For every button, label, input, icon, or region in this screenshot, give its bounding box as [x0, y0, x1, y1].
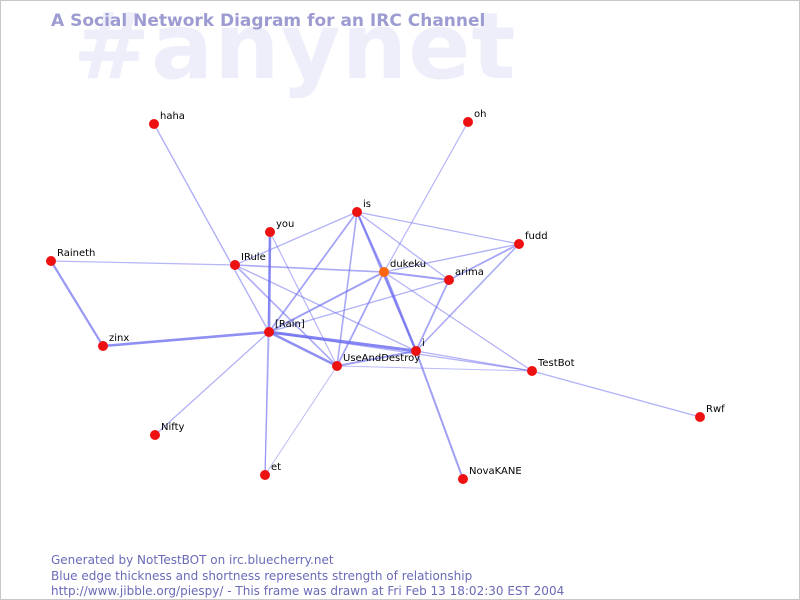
node-i: i — [411, 338, 425, 356]
node-haha: haha — [149, 111, 185, 129]
node-label: dukeku — [390, 259, 426, 270]
node-Nifty: Nifty — [150, 422, 185, 440]
edge-UseAndDestroy-et — [264, 365, 338, 476]
node-IRainI: [Rain] — [264, 319, 305, 337]
edge-Raineth-IRule — [50, 260, 236, 266]
node-label: zinx — [109, 333, 129, 344]
node-label: [Rain] — [275, 319, 305, 330]
edge-UseAndDestroy-TestBot — [336, 365, 533, 372]
node-dot — [695, 412, 705, 422]
node-label: TestBot — [537, 358, 575, 369]
edge-i-NovaKANE — [415, 350, 464, 480]
node-label: Nifty — [161, 422, 185, 433]
edge-is-IRule — [234, 211, 358, 266]
node-dot — [458, 474, 468, 484]
edge-you-UseAndDestroy — [269, 231, 338, 367]
node-dot — [332, 361, 342, 371]
node-label: IRule — [241, 252, 266, 263]
node-dot — [411, 346, 421, 356]
node-dukeku: dukeku — [379, 259, 426, 277]
edge-IRainI-UseAndDestroy — [267, 330, 339, 368]
node-label: Raineth — [57, 248, 95, 259]
edge-IRainI-et — [264, 331, 270, 476]
footer-generated-by: Generated by NotTestBOT on irc.bluecherr… — [51, 553, 334, 567]
edge-UseAndDestroy-i — [336, 350, 417, 367]
node-fudd: fudd — [514, 231, 548, 249]
footer: Generated by NotTestBOT on irc.bluecherr… — [51, 553, 565, 599]
node-dot — [527, 366, 537, 376]
node-dot — [379, 267, 389, 277]
edge-fudd-i — [415, 243, 520, 352]
node-Raineth: Raineth — [46, 248, 95, 266]
node-TestBot: TestBot — [527, 358, 575, 376]
node-label: arima — [455, 267, 484, 278]
node-zinx: zinx — [98, 333, 129, 351]
node-dot — [260, 470, 270, 480]
footer-legend-note: Blue edge thickness and shortness repres… — [51, 568, 473, 583]
node-label: i — [422, 338, 425, 349]
node-dot — [150, 430, 160, 440]
edge-haha-IRainI — [153, 123, 270, 333]
node-you: you — [265, 219, 294, 237]
node-dot — [230, 260, 240, 270]
node-dot — [265, 227, 275, 237]
edge-is-IRainI — [268, 211, 358, 333]
node-IRule: IRule — [230, 252, 266, 270]
node-label: et — [271, 462, 281, 473]
node-oh: oh — [463, 109, 486, 127]
node-NovaKANE: NovaKANE — [458, 466, 522, 484]
node-label: oh — [474, 109, 486, 120]
edge-Raineth-zinx — [49, 259, 105, 348]
edge-TestBot-Rwf — [531, 370, 701, 418]
edge-fudd-arima — [448, 243, 520, 281]
edge-dukeku-TestBot — [383, 271, 533, 372]
edge-fudd-dukeku — [383, 243, 520, 273]
node-is: is — [352, 199, 371, 217]
edge-is-fudd — [356, 211, 520, 245]
edge-dukeku-i — [382, 270, 418, 353]
edge-arima-i — [415, 279, 450, 352]
edge-IRainI-Nifty — [154, 331, 270, 436]
edge-dukeku-IRainI — [268, 271, 385, 333]
edge-arima-IRainI — [268, 279, 450, 333]
node-dot — [46, 256, 56, 266]
node-et: et — [260, 462, 281, 480]
node-dot — [352, 207, 362, 217]
node-label: Rwf — [706, 404, 725, 415]
edge-dukeku-arima — [383, 271, 450, 281]
node-arima: arima — [444, 267, 484, 285]
node-dot — [98, 341, 108, 351]
edge-IRule-dukeku — [234, 264, 385, 273]
node-dot — [149, 119, 159, 129]
node-label: is — [363, 199, 371, 210]
diagram-title: A Social Network Diagram for an IRC Chan… — [51, 11, 486, 31]
node-label: NovaKANE — [469, 466, 522, 477]
edge-i-TestBot — [415, 350, 533, 372]
node-dot — [514, 239, 524, 249]
edge-layer — [49, 121, 701, 480]
node-dot — [264, 327, 274, 337]
edge-IRule-i — [234, 264, 417, 352]
node-UseAndDestroy: UseAndDestroy — [332, 353, 420, 371]
edge-is-arima — [356, 211, 450, 281]
node-dot — [444, 275, 454, 285]
node-label: haha — [160, 111, 185, 122]
node-dot — [463, 117, 473, 127]
edge-dukeku-UseAndDestroy — [336, 271, 385, 367]
node-label: fudd — [525, 231, 548, 242]
edge-oh-dukeku — [383, 121, 469, 273]
edge-IRule-UseAndDestroy — [234, 264, 338, 367]
edge-zinx-IRainI — [101, 330, 271, 348]
node-label: UseAndDestroy — [343, 353, 420, 364]
footer-source-timestamp: http://www.jibble.org/piespy/ - This fra… — [51, 584, 565, 598]
node-label: you — [276, 219, 294, 230]
edge-IRainI-TestBot — [268, 331, 533, 372]
node-Rwf: Rwf — [695, 404, 725, 422]
